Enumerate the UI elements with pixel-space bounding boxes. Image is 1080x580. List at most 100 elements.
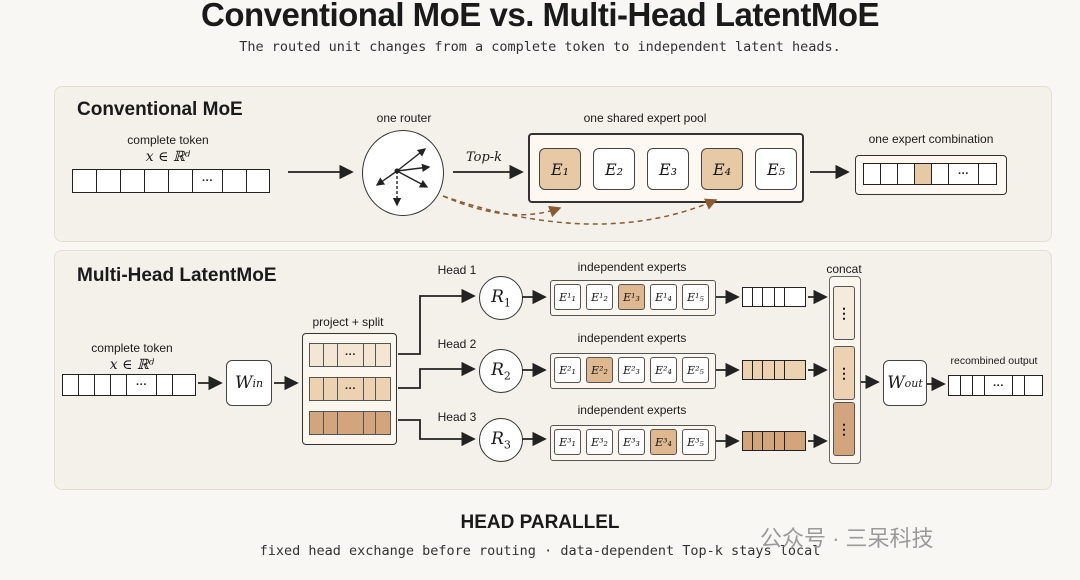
head-output-cell [763,432,775,450]
footer-caption: fixed head exchange before routing · dat… [259,543,821,559]
split-head-1-vector: ··· [309,343,391,367]
combo-cell [898,164,915,184]
expert-e3: E₃ [647,148,689,190]
router-node [362,130,444,216]
shared-pool-label: one shared expert pool [583,111,707,125]
split-cell [364,412,376,434]
split-head-3-vector [309,411,391,435]
head-3-expert-3: E³₃ [618,429,645,455]
combo-cell [864,164,881,184]
head-output-cell [785,288,805,306]
head-output-cell [785,361,805,379]
expert-combination-vector: ··· [863,163,997,185]
w-in-symbol: W [234,373,253,393]
shared-expert-pool: E₁ E₂ E₃ E₄ E₅ [528,133,804,203]
router-r1: R1 [479,276,523,320]
router-scatter-icon [375,148,431,207]
footer-title: HEAD PARALLEL [460,512,620,533]
router-r3-subscript: 3 [503,438,511,452]
w-out-symbol: W [887,373,905,393]
token-cell [63,375,79,395]
token-cell [157,375,173,395]
token-cell [223,170,247,192]
router-r2-symbol: R [491,359,504,380]
recombined-output-label: recombined output [950,355,1038,367]
split-cell [324,412,338,434]
head-2-expert-1: E²₁ [554,357,581,383]
conventional-token-vector: ··· [72,169,270,193]
split-cell [324,378,338,400]
head-1-label: Head 1 [437,263,477,277]
head-output-cell [775,288,785,306]
head-3-output-vector [742,431,806,451]
expert-e5: E₅ [755,148,797,190]
conventional-panel-title: Conventional MoE [77,99,243,120]
head-output-cell [775,432,785,450]
expert-e4: E₄ [701,148,743,190]
conventional-token-math: x ∈ ℝᵈ [145,149,191,165]
multihead-panel-title: Multi-Head LatentMoE [77,265,277,286]
head-3-expert-2: E³₂ [586,429,613,455]
split-ellipsis [338,412,364,434]
head-output-cell [743,432,753,450]
output-cell [949,376,961,395]
head-output-cell [743,288,753,306]
head-1-expert-1: E¹₁ [554,284,581,310]
token-cell [73,170,97,192]
multihead-token-math: x ∈ ℝᵈ [109,357,155,373]
head-1-output-vector [742,287,806,307]
head-2-expert-2: E²₂ [586,357,613,383]
head-output-cell [785,432,805,450]
project-split-label: project + split [312,315,384,329]
head-output-cell [743,361,753,379]
head-2-output-vector [742,360,806,380]
w-out-subscript: out [904,376,923,390]
head-3-expert-5: E³₅ [682,429,709,455]
combo-ellipsis: ··· [949,164,979,184]
expert-e2: E₂ [593,148,635,190]
head-1-experts-label: independent experts [577,260,687,274]
router-r2-subscript: 2 [503,369,511,383]
split-cell [310,378,324,400]
split-cell [324,344,338,366]
token-cell [97,170,121,192]
split-ellipsis: ··· [338,344,364,366]
split-head-2-vector: ··· [309,377,391,401]
combo-cell [915,164,932,184]
token-ellipsis: ··· [193,170,223,192]
head-3-expert-1: E³₁ [554,429,581,455]
head-output-cell [753,432,763,450]
recombined-output-vector: ··· [948,375,1043,396]
split-ellipsis: ··· [338,378,364,400]
w-in-subscript: in [252,376,264,390]
head-3-expert-4: E³₄ [650,429,677,455]
split-cell [364,344,376,366]
watermark-text: 公众号 · 三呆科技 [760,526,934,551]
conventional-token-label: complete token [127,133,209,147]
head-2-expert-3: E²₃ [618,357,645,383]
head-output-cell [753,288,763,306]
combo-cell [932,164,949,184]
head-1-expert-5: E¹₅ [682,284,709,310]
router-r2: R2 [479,349,523,393]
multihead-token-vector: ··· [62,374,196,396]
split-cell [310,412,324,434]
concat-head-1-block: ⋮ [833,286,855,340]
token-cell [145,170,169,192]
router-r1-symbol: R [491,286,504,307]
combo-cell [881,164,898,184]
token-cell [79,375,95,395]
router-r1-subscript: 1 [503,296,511,310]
multihead-token-label: complete token [91,341,173,355]
token-cell [169,170,193,192]
output-cell [961,376,973,395]
output-ellipsis: ··· [985,376,1013,395]
topk-label: Top-k [465,150,503,165]
head-output-cell [763,361,775,379]
token-cell [121,170,145,192]
concat-label: concat [826,262,862,276]
page-subtitle: The routed unit changes from a complete … [239,39,841,55]
